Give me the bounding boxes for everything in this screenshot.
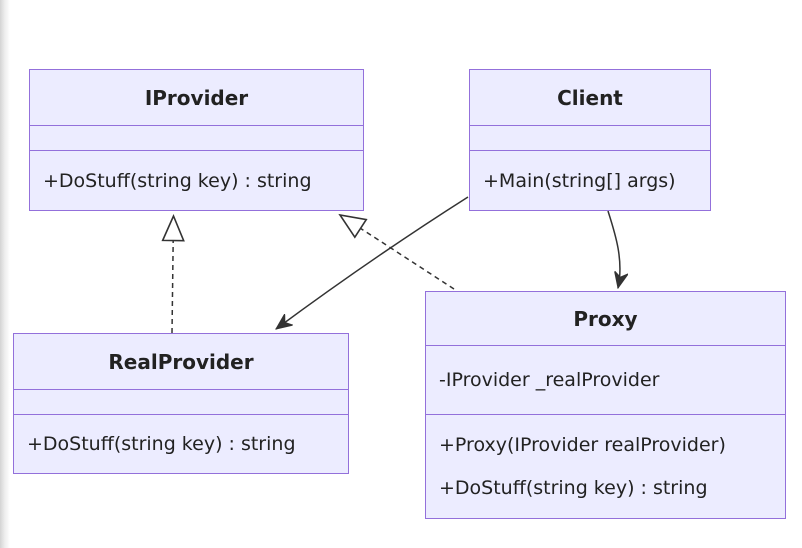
page-edge-shadow [0, 0, 10, 548]
edge-dependency-client-to-proxy [607, 210, 620, 288]
class-box-client: Client +Main(string[] args) [469, 69, 711, 211]
class-title-proxy: Proxy [426, 292, 785, 346]
class-box-iprovider: IProvider +DoStuff(string key) : string [29, 69, 364, 211]
method-label: +DoStuff(string key) : string [27, 433, 296, 455]
class-fields-proxy: -IProvider _realProvider [426, 346, 785, 415]
field-label: -IProvider _realProvider [439, 369, 660, 391]
class-box-proxy: Proxy -IProvider _realProvider +Proxy(IP… [425, 291, 786, 519]
method-label: +DoStuff(string key) : string [439, 477, 708, 499]
edge-realization-proxy-to-iprovider [340, 215, 455, 290]
class-title-iprovider: IProvider [30, 70, 363, 126]
class-box-realprovider: RealProvider +DoStuff(string key) : stri… [13, 333, 349, 474]
class-methods-client: +Main(string[] args) [470, 151, 710, 210]
method-label: +Main(string[] args) [483, 169, 676, 192]
class-methods-proxy: +Proxy(IProvider realProvider) +DoStuff(… [426, 415, 785, 518]
method-label: +DoStuff(string key) : string [43, 169, 312, 192]
class-fields-client [470, 126, 710, 151]
class-title-realprovider: RealProvider [14, 334, 348, 390]
edge-realization-realprovider-to-iprovider [172, 216, 174, 334]
method-label: +Proxy(IProvider realProvider) [439, 434, 726, 456]
class-methods-iprovider: +DoStuff(string key) : string [30, 151, 363, 210]
class-fields-iprovider [30, 126, 363, 151]
class-title-client: Client [470, 70, 710, 126]
class-methods-realprovider: +DoStuff(string key) : string [14, 415, 348, 473]
class-fields-realprovider [14, 390, 348, 415]
